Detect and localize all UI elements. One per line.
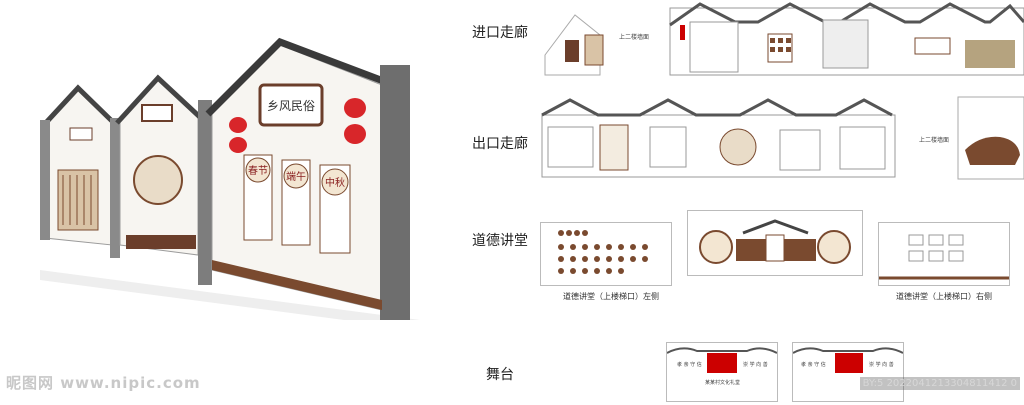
lecture-right-caption: 道德讲堂（上楼梯口）右侧	[896, 292, 992, 301]
stage-left-slogan-1: 孝 亲 守 信	[677, 362, 702, 368]
lecture-left-wall	[540, 222, 672, 286]
wall-panel-3: 乡风民俗 春节 端午 中秋	[198, 37, 410, 320]
exit-upstairs-note: 上二楼墙面	[919, 137, 950, 144]
section-label-lecture: 道德讲堂	[472, 233, 528, 249]
stage-left: 孝 亲 守 信 崇 学 向 善 某某村文化礼堂	[666, 342, 778, 402]
wall-panel-2	[115, 74, 204, 256]
site-watermark: 昵图网 www.nipic.com	[6, 374, 201, 392]
stage-right-screen	[835, 353, 863, 373]
lecture-center-wall	[687, 210, 863, 276]
svg-text:端午: 端午	[286, 170, 306, 183]
stage-right-slogan-2: 崇 学 向 善	[869, 362, 894, 368]
stage-left-slogan-2: 崇 学 向 善	[743, 362, 768, 368]
svg-text:春节: 春节	[248, 165, 268, 177]
stage-left-title: 某某村文化礼堂	[705, 380, 741, 386]
entrance-upstairs-note: 上二楼墙面	[619, 34, 650, 41]
section-label-entrance: 进口走廊	[472, 25, 528, 41]
perspective-rendering: 乡风民俗 春节 端午 中秋	[40, 37, 420, 320]
section-label-stage: 舞台	[486, 367, 514, 383]
exit-corridor-elevation	[541, 96, 1024, 180]
wall-panel-1	[40, 84, 120, 258]
stage-right: 孝 亲 守 信 崇 学 向 善	[792, 342, 904, 402]
lecture-right-wall	[878, 222, 1010, 286]
svg-text:中秋: 中秋	[325, 176, 345, 189]
stage-left-screen	[707, 353, 737, 373]
section-label-exit: 出口走廊	[472, 136, 528, 152]
entrance-corridor-elevation	[544, 2, 1024, 76]
panel-title-3: 乡风民俗	[267, 99, 315, 113]
stage-right-slogan-1: 孝 亲 守 信	[801, 362, 826, 368]
image-id-watermark: BY:5 2022041213304811412 0	[859, 377, 1020, 390]
lecture-left-caption: 道德讲堂（上楼梯口）左侧	[563, 292, 659, 301]
